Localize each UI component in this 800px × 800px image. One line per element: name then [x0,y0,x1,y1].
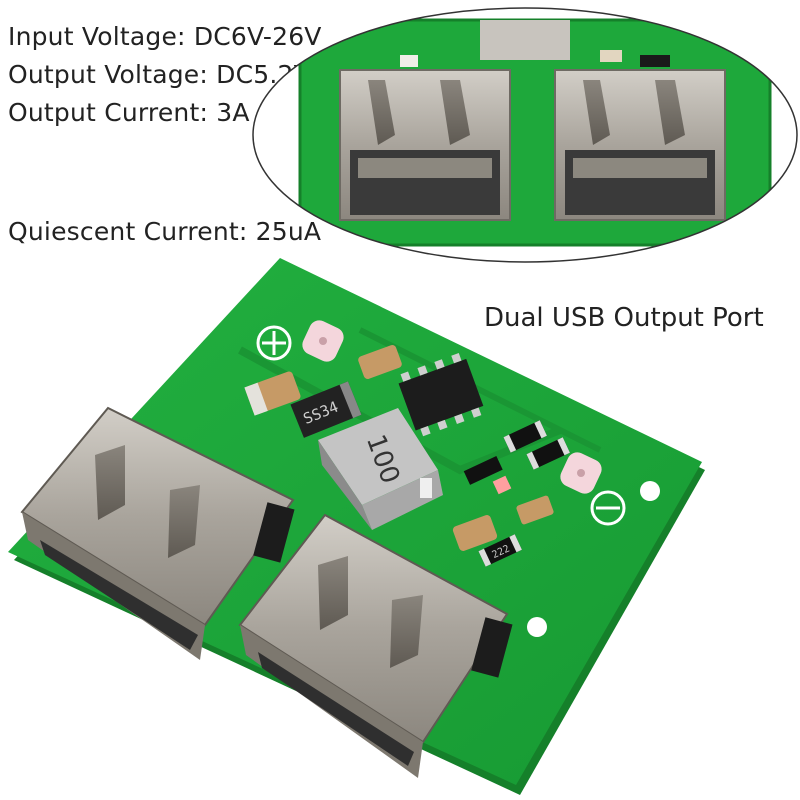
inductor: 100 [318,408,443,530]
smd-capacitors [244,345,554,551]
quiescent-current-spec: Quiescent Current: 25uA [8,217,322,246]
input-voltage-spec: Input Voltage: DC6V-26V [8,22,322,51]
dual-usb-caption: Dual USB Output Port [484,303,764,333]
ss34-diode: SS34 [290,381,362,438]
zoom-inset [253,8,797,262]
smd-resistors: 222 [463,420,570,567]
usb-port-left [20,406,295,660]
pcb-board: SS34 222 [8,258,705,795]
output-voltage-spec: Output Voltage: DC5.2V [8,60,311,89]
output-current-spec: Output Current: 3A [8,98,250,127]
inset-usb-port-left [339,69,511,221]
usb-port-right [238,513,513,778]
zoom-ellipse-outline [252,7,798,263]
ic-chip [398,353,484,437]
inset-usb-port-right [554,69,726,221]
